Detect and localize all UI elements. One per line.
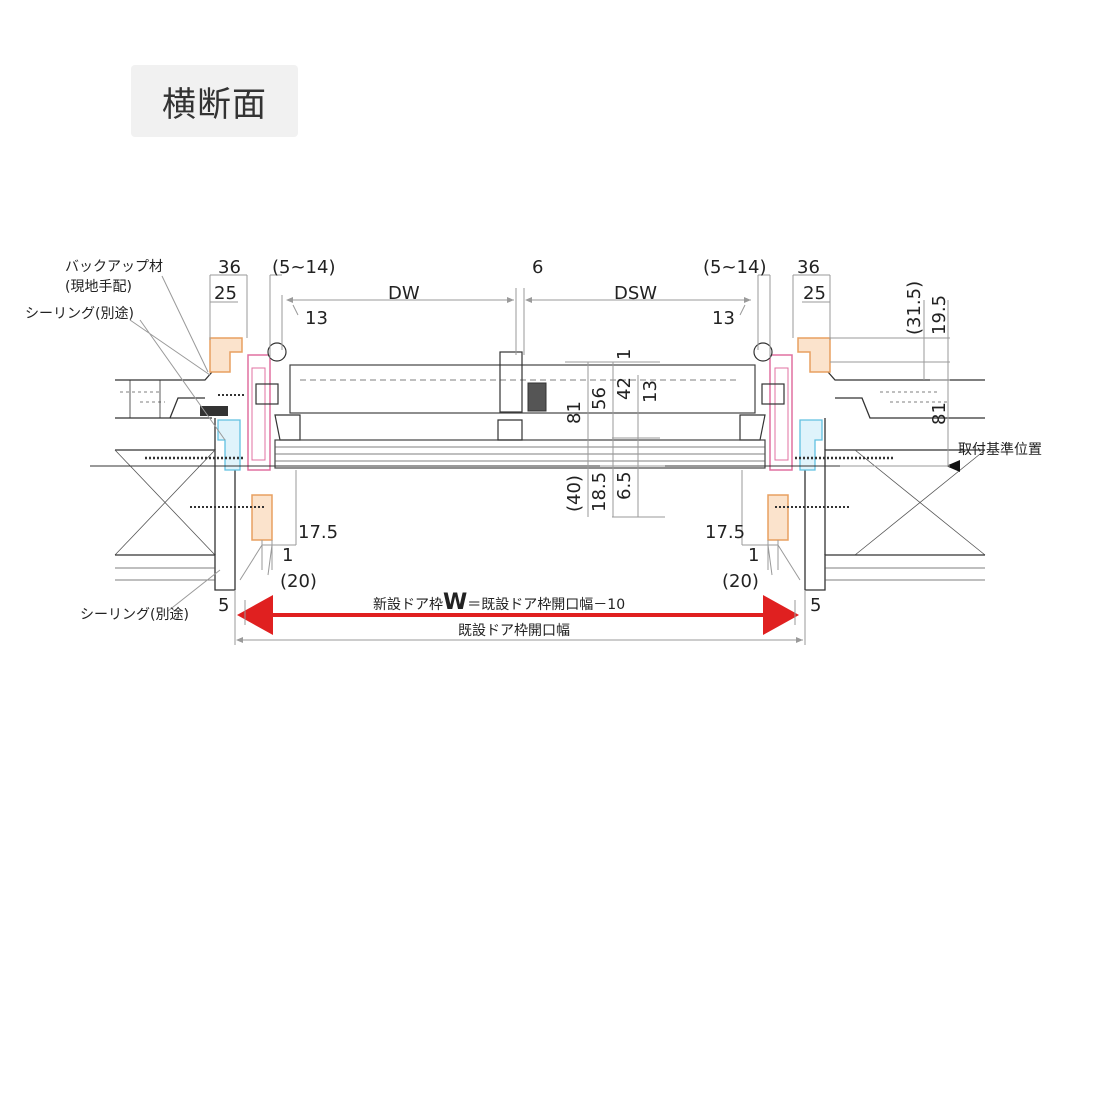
dim-right-5: 5 <box>810 595 821 616</box>
new-frame-w-prefix: 新設ドア枠 <box>373 597 443 613</box>
section-title-box: 横断面 <box>131 65 298 137</box>
dim-v-31-5: (31.5) <box>904 281 925 335</box>
dim-v-81-center: 81 <box>564 401 585 424</box>
dim-center-6: 6 <box>532 257 543 278</box>
existing-frame-lines <box>214 418 826 590</box>
dim-right-13: 13 <box>712 308 735 329</box>
dim-right-1: 1 <box>748 545 759 566</box>
dim-v-56: 56 <box>589 387 610 410</box>
dimension-lines <box>129 274 950 645</box>
existing-opening-label: 既設ドア枠開口幅 <box>458 623 570 639</box>
dim-left-13: 13 <box>305 308 328 329</box>
right-new-frame <box>739 337 895 541</box>
dim-v-81-right: 81 <box>929 402 950 425</box>
dim-left-5: 5 <box>218 595 229 616</box>
door-leaves <box>274 351 766 469</box>
sealing-top-label: シーリング(別途) <box>25 305 134 322</box>
dim-right-25: 25 <box>803 283 826 304</box>
new-frame-w-suffix: ＝既設ドア枠開口幅－10 <box>467 597 625 613</box>
reference-position-label: 取付基準位置 <box>958 441 1042 458</box>
dim-right-36: 36 <box>797 257 820 278</box>
dim-v-18-5: 18.5 <box>589 472 610 512</box>
new-frame-w-symbol: W <box>443 590 467 615</box>
dim-dw: DW <box>388 283 420 304</box>
dim-v-13: 13 <box>640 380 661 403</box>
dim-v-1: 1 <box>614 349 635 360</box>
dim-right-17-5: 17.5 <box>705 522 745 543</box>
right-wall <box>805 371 986 591</box>
dim-left-25: 25 <box>214 283 237 304</box>
dim-left-1: 1 <box>282 545 293 566</box>
dim-v-40: (40) <box>564 475 585 512</box>
section-title: 横断面 <box>162 84 267 125</box>
backup-material-note: (現地手配) <box>65 279 132 295</box>
dim-dsw: DSW <box>614 283 657 304</box>
dim-left-17-5: 17.5 <box>298 522 338 543</box>
left-new-frame <box>145 337 301 541</box>
new-frame-w-label: 新設ドア枠W＝既設ドア枠開口幅－10 <box>373 590 625 615</box>
left-wall <box>114 371 235 591</box>
dim-right-20: (20) <box>722 571 759 592</box>
dim-left-20: (20) <box>280 571 317 592</box>
dim-v-19-5: 19.5 <box>929 295 950 335</box>
dim-v-6-5: 6.5 <box>614 471 635 500</box>
reference-arrow-icon <box>946 460 960 472</box>
backup-material-label: バックアップ材 <box>65 259 163 275</box>
sealing-bottom-label: シーリング(別途) <box>80 606 189 623</box>
dim-v-42: 42 <box>614 377 635 400</box>
dim-left-5-14: (5~14) <box>272 257 335 278</box>
dim-left-36: 36 <box>218 257 241 278</box>
dim-right-5-14: (5~14) <box>703 257 766 278</box>
